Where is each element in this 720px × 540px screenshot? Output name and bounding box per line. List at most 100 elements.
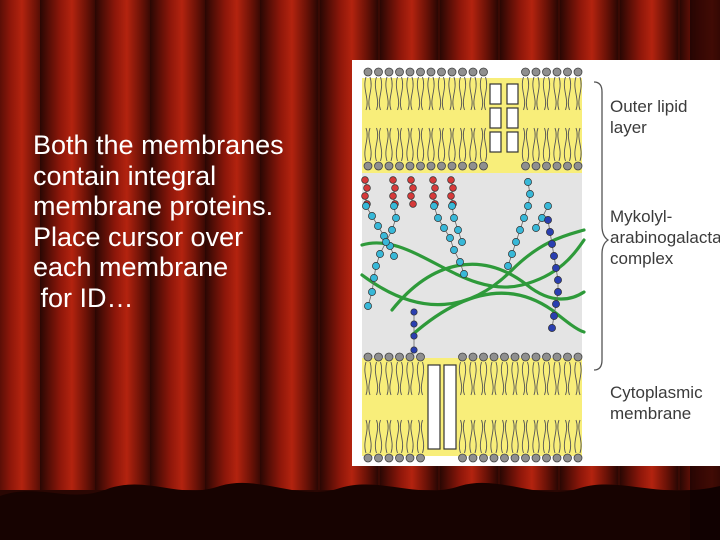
outer-lipid-layer (363, 67, 583, 171)
sugar-chain (364, 202, 400, 310)
lipid-molecule (405, 127, 415, 171)
lipid-molecule (468, 352, 478, 396)
lipid-molecule (416, 127, 425, 171)
curtain-fold (150, 0, 208, 540)
sugar-chain (410, 308, 418, 354)
lipid-molecule (374, 352, 383, 396)
curtain-fold (205, 0, 263, 540)
lipid-molecule (458, 127, 467, 171)
lipid-molecule (395, 127, 404, 171)
lipid-molecule (384, 67, 394, 111)
lipid-molecule (468, 419, 478, 463)
lipid-molecule (384, 352, 394, 396)
cytoplasmic-lipid-bilayer (363, 352, 583, 463)
membrane-proteins (427, 83, 519, 450)
sugar-chain (504, 178, 534, 270)
curtain-fold (260, 0, 318, 540)
lipid-molecule (437, 67, 446, 111)
lipid-molecule (384, 127, 394, 171)
sugar-chain (407, 176, 417, 208)
lipid-molecule (531, 419, 541, 463)
body-line: Both the membranes (33, 130, 284, 160)
label-line: Outer lipid (610, 97, 688, 116)
curtain-fold (40, 0, 98, 540)
lipid-molecule (479, 419, 488, 463)
cytoplasmic-membrane-label: Cytoplasmic membrane (610, 382, 703, 424)
label-line: Mykolyl- (610, 207, 673, 226)
lipid-molecule (458, 352, 467, 396)
lipid-molecule (563, 352, 572, 396)
sugar-chain (430, 202, 468, 278)
lipid-molecule (521, 67, 530, 111)
lipid-molecule (531, 67, 541, 111)
slide-body-text: Both the membranes contain integral memb… (33, 130, 353, 313)
lipid-molecule (468, 127, 478, 171)
peptidoglycan-strand (390, 262, 586, 312)
lipid-molecule (426, 127, 436, 171)
sugar-chain (362, 202, 398, 260)
lipid-molecule (416, 67, 425, 111)
lipid-molecule (542, 352, 551, 396)
label-line: layer (610, 118, 647, 137)
lipid-molecule (395, 419, 404, 463)
lipid-molecule (479, 127, 488, 171)
lipid-molecule (374, 127, 383, 171)
outer-lipid-band[interactable] (362, 78, 582, 173)
label-line: membrane (610, 404, 692, 423)
lipid-molecule (510, 352, 520, 396)
lipid-molecule (489, 352, 499, 396)
lipid-molecule (563, 67, 572, 111)
lipid-molecule (542, 67, 551, 111)
lipid-molecule (521, 127, 530, 171)
lipid-molecule (384, 419, 394, 463)
lipid-molecule (447, 67, 457, 111)
lipid-molecule (542, 419, 551, 463)
body-line: Place cursor over (33, 221, 244, 252)
lipid-molecule (447, 127, 457, 171)
body-line: for ID… (33, 282, 134, 313)
label-line: Cytoplasmic (610, 383, 703, 402)
lipid-molecule (395, 67, 404, 111)
lipid-molecule (479, 352, 488, 396)
lipid-molecule (395, 352, 404, 396)
lipid-molecule (437, 127, 446, 171)
lipid-molecule (552, 67, 562, 111)
membrane-diagram-art (360, 67, 610, 463)
lipid-molecule (552, 127, 562, 171)
cytoplasmic-membrane-band[interactable] (362, 358, 582, 456)
lipid-molecule (458, 67, 467, 111)
lipid-molecule (416, 419, 425, 463)
lipid-molecule (374, 419, 383, 463)
label-line: complex (610, 249, 674, 268)
outer-lipid-label: Outer lipid layer (610, 96, 687, 138)
lipid-molecule (573, 352, 583, 396)
arabinogalactan-chains (360, 176, 586, 354)
lipid-molecule (363, 67, 373, 111)
complex-brace (593, 81, 610, 371)
body-line: membrane proteins. (33, 191, 274, 221)
sugar-chain (448, 202, 466, 246)
lipid-molecule (363, 419, 373, 463)
lipid-molecule (531, 127, 541, 171)
lipid-molecule (563, 127, 572, 171)
lipid-molecule (573, 419, 583, 463)
lipid-molecule (405, 67, 415, 111)
peptidoglycan-strand (410, 291, 586, 337)
lipid-molecule (489, 419, 499, 463)
lipid-molecule (510, 419, 520, 463)
lipid-molecule (458, 419, 467, 463)
lipid-molecule (531, 352, 541, 396)
peptidoglycan-strand (360, 228, 586, 307)
label-line: arabinogalactan- (610, 228, 720, 247)
porin-protein (489, 83, 519, 153)
integral-protein (427, 364, 457, 450)
mykolyl-complex-label: Mykolyl- arabinogalactan- complex (610, 206, 720, 269)
lipid-molecule (552, 352, 562, 396)
lipid-molecule (374, 67, 383, 111)
lipid-molecule (552, 419, 562, 463)
lipid-molecule (573, 127, 583, 171)
lipid-molecule (468, 67, 478, 111)
membrane-diagram: Outer lipid layer Mykolyl- arabinogalact… (352, 60, 720, 466)
lipid-molecule (542, 127, 551, 171)
lipid-molecule (363, 352, 373, 396)
